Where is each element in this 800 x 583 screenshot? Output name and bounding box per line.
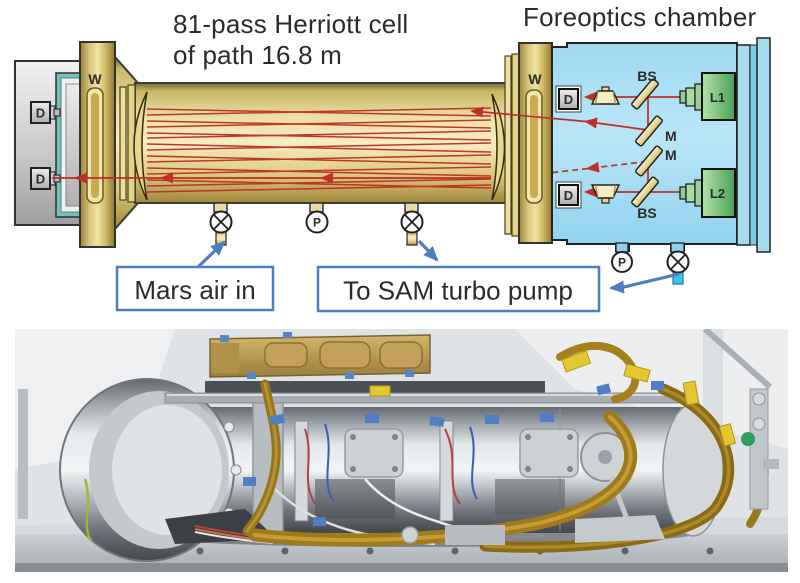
beamsplitter-label-2: BS xyxy=(637,205,656,221)
laser-1 xyxy=(679,72,736,121)
foreoptics-detector-2 xyxy=(555,181,582,209)
window-label-right: W xyxy=(528,71,542,87)
window-label-left: W xyxy=(88,71,102,87)
detector-label-2: D xyxy=(36,172,45,187)
green-knob xyxy=(741,432,755,446)
mirror-2 xyxy=(635,145,663,177)
photo-scene xyxy=(15,329,788,572)
beamsplitter-label-1: BS xyxy=(637,68,656,84)
laser2-label: L2 xyxy=(710,186,725,201)
instrument-photo xyxy=(15,329,788,572)
tape-and-labels xyxy=(243,350,736,526)
callout-to-sam-pump xyxy=(316,265,601,313)
mirror-label-2: M xyxy=(665,147,677,163)
svg-text:To SAM turbo pump: To SAM turbo pump xyxy=(343,276,573,306)
valve-pump xyxy=(400,210,424,234)
svg-text:P: P xyxy=(313,216,321,230)
cell-title-line1: 81-pass Herriott cell xyxy=(173,9,408,39)
foreoptics-ports: P xyxy=(611,242,690,285)
detector-label-3: D xyxy=(564,92,573,107)
svg-text:P: P xyxy=(618,256,626,270)
beamsplitter-1 xyxy=(631,78,659,110)
cell-title-line2: of path 16.8 m xyxy=(173,40,342,70)
lens-1 xyxy=(590,86,621,105)
detector-label-1: D xyxy=(36,106,45,121)
window-flange-left xyxy=(79,41,116,248)
foreoptics-optics xyxy=(555,72,736,218)
beamsplitter-2 xyxy=(631,176,659,208)
cell-ports: P xyxy=(209,202,424,246)
cell-mirror-left xyxy=(133,91,148,201)
end-plate-2 xyxy=(749,44,758,246)
foreoptics-title: Foreoptics chamber xyxy=(523,2,757,32)
laser-2 xyxy=(679,168,736,218)
foreoptics-detector-1 xyxy=(555,85,582,113)
mirror-label-1: M xyxy=(665,128,677,144)
beam-entry xyxy=(584,117,645,131)
detector-feedthrough-1 xyxy=(30,101,61,124)
window-flange-right xyxy=(518,42,553,244)
detector-label-4: D xyxy=(564,188,573,203)
right-fittings xyxy=(401,388,779,545)
diagram-labels: 81-pass Herriott cell of path 16.8 m For… xyxy=(36,2,757,221)
mirror-1 xyxy=(635,115,663,147)
herriott-cell-schematic: P P Mars air in To SAM turbo pump xyxy=(14,2,771,313)
callout-mars-air-in xyxy=(115,265,275,312)
end-plate-3 xyxy=(756,37,771,253)
cell-mirror-right xyxy=(491,93,506,201)
end-plate-1 xyxy=(736,44,751,246)
arrow-mars-air xyxy=(196,240,226,269)
svg-text:Mars air in: Mars air in xyxy=(134,275,255,305)
lens-2 xyxy=(590,184,621,204)
cylinder-hardware xyxy=(294,420,630,522)
arrow-turbo-pump xyxy=(417,239,439,262)
valve-inlet xyxy=(209,210,233,234)
multipass-beam-fan xyxy=(146,107,492,193)
valve-foreoptics xyxy=(666,250,690,274)
laser1-label: L1 xyxy=(710,90,725,105)
pressure-gauge-foreoptics: P xyxy=(611,251,633,273)
callouts: Mars air in To SAM turbo pump xyxy=(115,239,680,313)
arrow-foreoptics-pump xyxy=(609,272,680,294)
pressure-gauge-cell: P xyxy=(305,210,329,234)
foreoptics-chamber xyxy=(551,37,771,253)
